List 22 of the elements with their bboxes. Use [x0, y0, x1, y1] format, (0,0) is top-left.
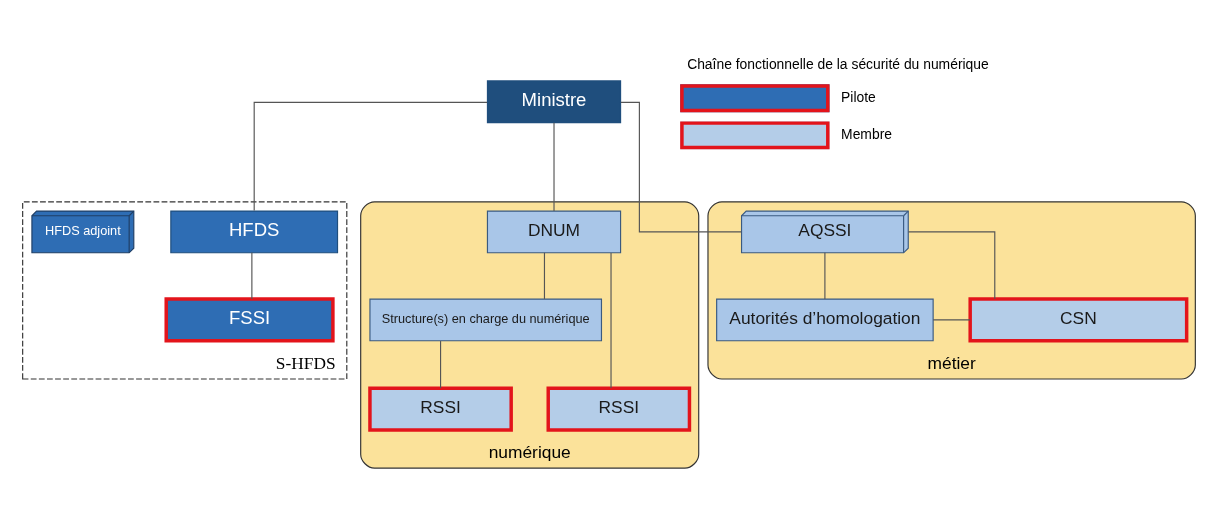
- connector: [610, 252, 612, 389]
- node-box: Ministre: [486, 80, 622, 124]
- node-box: DNUM: [486, 210, 622, 254]
- node-box: RSSI: [546, 386, 692, 432]
- node-box: FSSI: [164, 297, 335, 343]
- node-box: CSN: [968, 297, 1189, 343]
- connector: [932, 319, 971, 321]
- node-box: HFDS: [170, 210, 339, 254]
- connector: [620, 101, 742, 233]
- legend-label: Pilote: [841, 88, 876, 105]
- connector: [553, 122, 555, 212]
- node-box: RSSI: [368, 386, 513, 432]
- connector: [440, 340, 442, 389]
- node-box: Structure(s) en charge du numérique: [369, 298, 603, 342]
- legend-label: Membre: [841, 125, 892, 142]
- connector: [907, 231, 996, 300]
- connector: [824, 252, 826, 300]
- node-box: Autorités d’homologation: [716, 298, 934, 342]
- connector: [253, 101, 488, 212]
- connector: [543, 252, 546, 300]
- connector: [251, 252, 253, 300]
- label: Chaîne fonctionnelle de la sécurité du numérique: [687, 55, 989, 72]
